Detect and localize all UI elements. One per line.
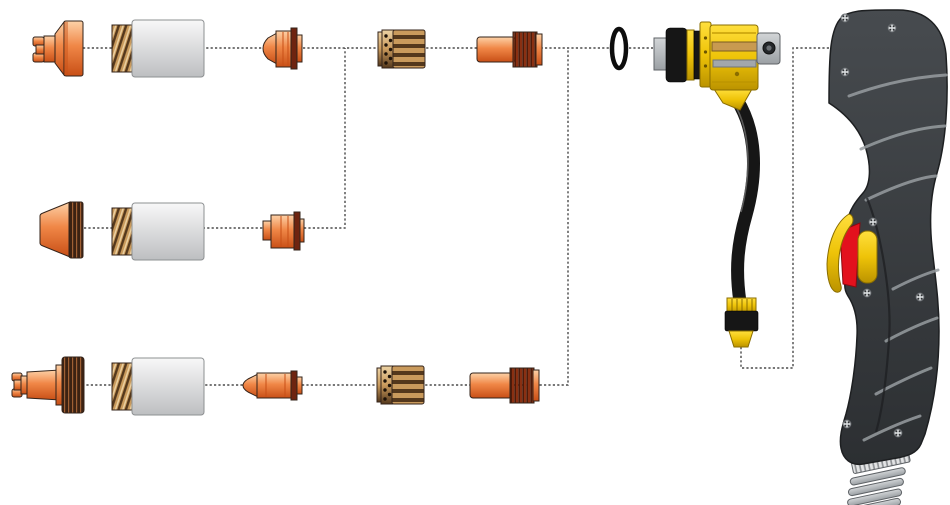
handle-grip-ridges [847,73,948,442]
screw-icon [842,419,852,429]
spring-coil [849,467,906,486]
tip-rear-nub [296,376,303,395]
electrode-shaft [476,36,516,63]
shield-knurl-ring [61,356,85,414]
tip-cone [262,32,278,65]
shield-collar [20,375,28,395]
tip-rear-nub [296,34,303,63]
o-ring [609,26,629,71]
tip-flange-ring [290,370,298,401]
head-screw-dot [734,71,740,77]
row1-retaining-cap [111,19,205,78]
shield-cone-knurl-band [68,201,84,259]
tip-flange-ring [293,211,301,251]
safety-lever [826,213,854,293]
screw-icon [840,67,850,77]
head-black-ring [665,27,688,83]
head-black-ring-2 [693,30,701,80]
shield-cone-body [39,201,71,258]
row3-swirl-ring [376,365,425,405]
head-yellow-ring [686,29,695,81]
spring-coil [847,477,904,497]
trigger [839,222,861,288]
spring-coil [847,488,903,505]
head-flange-disc [699,21,712,88]
head-steel-pin [712,59,757,68]
cable-highlight [733,102,749,213]
tip-body [270,214,296,249]
tip-body [275,30,294,68]
row2-cutting-tip [262,211,305,251]
screw-icon [840,13,850,23]
shield-cap-cone [54,20,65,77]
row3-cutting-tip-long [242,370,303,401]
electrode-end-cap [535,33,543,66]
torch-handle [826,9,948,505]
cable-connector [724,297,759,348]
row1-electrode [476,31,543,68]
screw-icon [893,428,903,438]
head-brass-insert [711,41,759,52]
row2-branch-line [84,48,346,229]
electrode-threads [509,367,535,404]
connector-taper-end [728,330,754,348]
trigger-button [857,230,878,284]
tip-flange-ring [290,27,298,70]
handle-center-seam [865,197,891,433]
tip-rear-nub [299,218,305,243]
screw-icon [868,217,878,227]
row1-swirl-ring [377,29,426,69]
electrode-threads [512,31,538,68]
shield-center-bar [13,379,22,391]
row3-knurled-shield-cap [11,356,85,414]
screw-icon [915,292,925,302]
row3-electrode [469,367,540,404]
row3-retaining-cap [111,357,205,416]
tip-body [256,372,293,399]
screw-icon [887,23,897,33]
shield-cap-barrel-edge-shade [64,22,68,75]
row1-cutting-tip [262,27,303,70]
row3-branch-line [82,48,569,386]
electrode-shaft [469,372,513,399]
screw-icon [862,288,872,298]
shield-cap-barrel [63,20,84,77]
electrode-end-cap [532,369,540,402]
connector-knurl-lines [731,299,753,312]
mount-tab-hole-center [766,45,772,51]
shield-cap-center-bar [35,44,45,55]
cable-to-handle-line [740,47,829,369]
row2-retaining-cap [111,202,205,261]
connector-black-band [724,310,759,332]
row1-shield-cap [32,20,84,77]
head-main-body [709,24,759,91]
torch-head-assembly [653,21,781,348]
row2-shield-cone [39,201,84,259]
shield-cap-stem [43,35,56,63]
shield-body [26,369,61,401]
torch-cable [730,93,760,309]
spring-coil [847,497,902,505]
head-flange-bolt-dots [703,36,708,68]
tip-cone [242,373,259,398]
assembly-dotted-lines [82,47,829,386]
